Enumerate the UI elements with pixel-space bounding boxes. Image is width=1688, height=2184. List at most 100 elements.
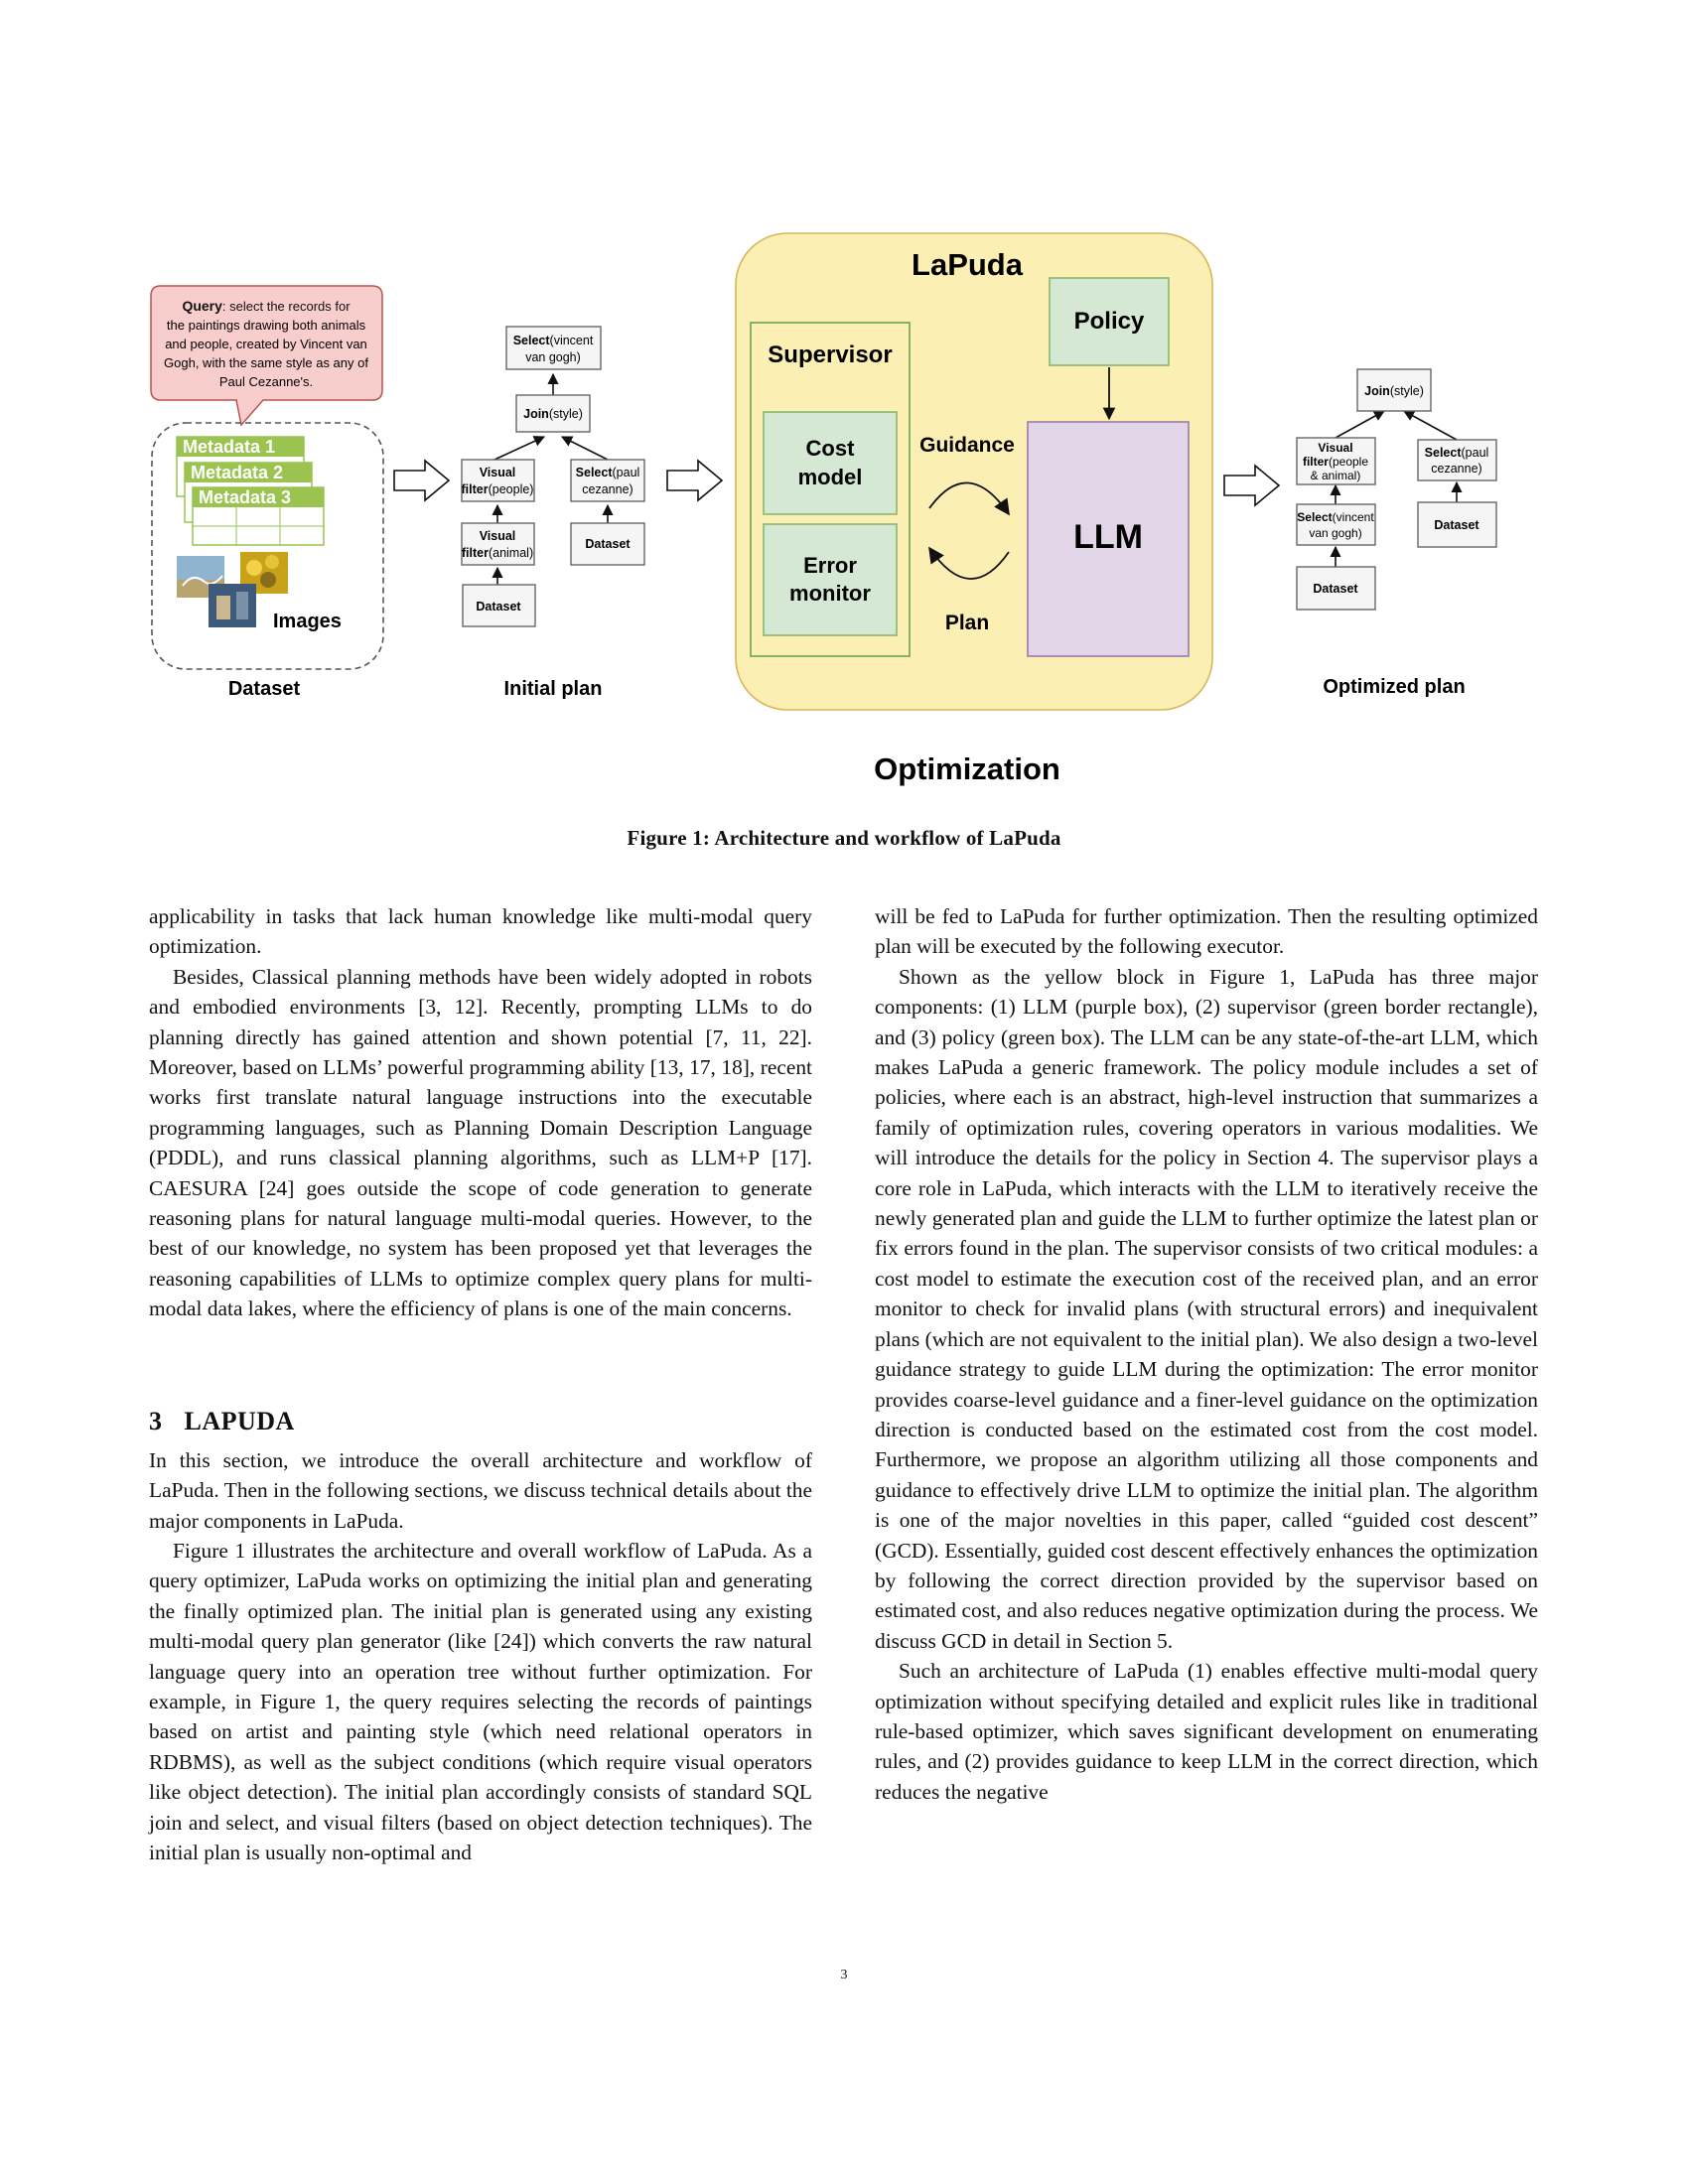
right-paragraph-2: Shown as the yellow block in Figure 1, L… bbox=[875, 964, 1538, 1653]
op-select-paul-arg2: cezanne) bbox=[1431, 462, 1481, 476]
llm-box: LLM bbox=[1027, 421, 1190, 657]
svg-text:Select(vincent: Select(vincent bbox=[513, 334, 594, 347]
svg-text:Select(paul: Select(paul bbox=[576, 466, 640, 479]
ip-visual-animal-op1: Visual bbox=[480, 529, 516, 543]
plan-label: Plan bbox=[945, 612, 989, 634]
guidance-label: Guidance bbox=[919, 434, 1015, 457]
query-line-3: and people, created by Vincent van bbox=[165, 337, 367, 351]
svg-text:filter(people: filter(people bbox=[1303, 455, 1368, 469]
ip-select-paul-node: Select(paul cezanne) bbox=[570, 459, 645, 502]
error-monitor-line-2: monitor bbox=[789, 581, 871, 606]
metadata-2-label: Metadata 2 bbox=[191, 463, 283, 482]
ip-visual-people-node: Visual filter(people) bbox=[461, 459, 535, 502]
optimization-label: Optimization bbox=[874, 751, 1060, 786]
op-visual-arg1: (people bbox=[1329, 455, 1368, 469]
op-join-arg: (style) bbox=[1390, 384, 1424, 398]
op-dataset-right-node: Dataset bbox=[1417, 501, 1497, 548]
op-select-paul-node: Select(paul cezanne) bbox=[1417, 439, 1497, 481]
ip-visual-people-arg: (people) bbox=[489, 482, 534, 496]
ip-visual-people-op2: filter bbox=[462, 482, 489, 496]
op-select-vincent-node: Select(vincent van gogh) bbox=[1296, 503, 1376, 546]
op-select-vincent-arg2: van gogh) bbox=[1309, 526, 1361, 540]
left-paragraph-1: applicability in tasks that lack human k… bbox=[149, 904, 812, 959]
initial-plan-tree: Select(vincent van gogh) Join(style) Vis… bbox=[461, 326, 645, 627]
op-select-paul-arg1: (paul bbox=[1462, 446, 1489, 460]
cost-model-line-1: Cost bbox=[806, 436, 856, 461]
svg-text:Select(vincent: Select(vincent bbox=[1297, 510, 1374, 524]
plan-arrow bbox=[928, 546, 1010, 580]
flow-arrow-3 bbox=[1223, 464, 1281, 507]
architecture-figure: Query: select the records for the painti… bbox=[150, 232, 1497, 786]
query-bold: Query bbox=[182, 298, 222, 314]
op-dataset-left-label: Dataset bbox=[1313, 582, 1358, 596]
right-paragraph-1: will be fed to LaPuda for further optimi… bbox=[875, 904, 1538, 959]
initial-plan-label: Initial plan bbox=[504, 678, 603, 700]
ip-dataset-bottom-node: Dataset bbox=[462, 584, 536, 627]
guidance-arrow bbox=[928, 481, 1010, 516]
left-paragraph-4: Figure 1 illustrates the architecture an… bbox=[149, 1538, 812, 1864]
supervisor-box: Supervisor Cost model Error monitor bbox=[750, 322, 911, 657]
ip-join-arg: (style) bbox=[549, 407, 583, 421]
op-join-op: Join bbox=[1364, 384, 1390, 398]
ip-select-vincent-node: Select(vincent van gogh) bbox=[505, 326, 602, 370]
cost-model-line-2: model bbox=[798, 465, 863, 489]
ip-select-paul-arg2: cezanne) bbox=[582, 482, 633, 496]
op-visual-arg2: & animal) bbox=[1311, 469, 1361, 482]
left-paragraph-3: In this section, we introduce the overal… bbox=[149, 1447, 812, 1533]
flow-arrow-2 bbox=[666, 459, 724, 502]
ip-dataset-right-node: Dataset bbox=[570, 522, 645, 566]
metadata-3-label: Metadata 3 bbox=[199, 487, 291, 507]
op-join-node: Join(style) bbox=[1356, 368, 1432, 412]
optimized-plan-tree: Join(style) Visual filter(people & anima… bbox=[1296, 368, 1497, 611]
painting-images bbox=[177, 552, 288, 627]
query-line-1: : select the records for bbox=[222, 299, 351, 314]
ip-select-vincent-op: Select bbox=[513, 334, 551, 347]
ip-visual-people-op1: Visual bbox=[480, 466, 516, 479]
policy-box: Policy bbox=[1049, 277, 1170, 366]
left-paragraph-2: Besides, Classical planning methods have… bbox=[149, 964, 812, 1321]
svg-text:Join(style): Join(style) bbox=[523, 407, 583, 421]
op-select-paul-op: Select bbox=[1425, 446, 1463, 460]
lapuda-block: LaPuda Policy Supervisor Cost model Erro… bbox=[735, 232, 1213, 711]
section-title: LAPUDA bbox=[184, 1406, 295, 1435]
metadata-stack: Metadata 1 Metadata 2 Metadata 3 bbox=[176, 436, 325, 546]
ip-select-vincent-arg1: (vincent bbox=[550, 334, 594, 347]
lapuda-title: LaPuda bbox=[912, 247, 1024, 282]
cost-model-box: Cost model bbox=[763, 411, 898, 515]
query-line-2: the paintings drawing both animals bbox=[167, 318, 366, 333]
section-heading: 3 LAPUDA bbox=[149, 1406, 812, 1437]
ip-select-paul-arg1: (paul bbox=[613, 466, 640, 479]
ip-select-paul-op: Select bbox=[576, 466, 614, 479]
query-bubble: Query: select the records for the painti… bbox=[150, 285, 383, 427]
op-dataset-right-label: Dataset bbox=[1434, 518, 1479, 532]
op-select-vincent-arg1: (vincent bbox=[1333, 510, 1375, 524]
supervisor-label: Supervisor bbox=[768, 341, 892, 368]
op-visual-op1: Visual bbox=[1318, 441, 1352, 455]
error-monitor-box: Error monitor bbox=[763, 523, 898, 636]
ip-dataset-right-label: Dataset bbox=[585, 537, 631, 551]
ip-visual-animal-arg: (animal) bbox=[489, 546, 533, 560]
error-monitor-line-1: Error bbox=[803, 553, 857, 578]
flow-arrow-1 bbox=[393, 459, 451, 502]
metadata-1-label: Metadata 1 bbox=[183, 437, 275, 457]
policy-label: Policy bbox=[1074, 308, 1145, 335]
optimized-plan-label: Optimized plan bbox=[1323, 676, 1465, 698]
images-label: Images bbox=[273, 611, 342, 632]
section-number: 3 bbox=[149, 1406, 163, 1435]
op-visual-node: Visual filter(people & animal) bbox=[1296, 437, 1376, 485]
ip-select-vincent-arg2: van gogh) bbox=[525, 350, 581, 364]
svg-text:Select(paul: Select(paul bbox=[1425, 446, 1489, 460]
svg-text:Join(style): Join(style) bbox=[1364, 384, 1424, 398]
op-dataset-left-node: Dataset bbox=[1296, 566, 1376, 611]
left-column: applicability in tasks that lack human k… bbox=[149, 901, 812, 1867]
figure-caption: Figure 1: Architecture and workflow of L… bbox=[627, 826, 1061, 850]
right-column: will be fed to LaPuda for further optimi… bbox=[875, 901, 1538, 1807]
llm-label: LLM bbox=[1073, 518, 1143, 556]
op-select-vincent-op: Select bbox=[1297, 510, 1332, 524]
dataset-label: Dataset bbox=[228, 678, 301, 700]
query-line-5: Paul Cezanne's. bbox=[219, 374, 313, 389]
ip-visual-animal-op2: filter bbox=[462, 546, 489, 560]
query-line-4: Gogh, with the same style as any of bbox=[164, 355, 368, 370]
ip-dataset-bottom-label: Dataset bbox=[476, 600, 521, 614]
ip-join-op: Join bbox=[523, 407, 549, 421]
